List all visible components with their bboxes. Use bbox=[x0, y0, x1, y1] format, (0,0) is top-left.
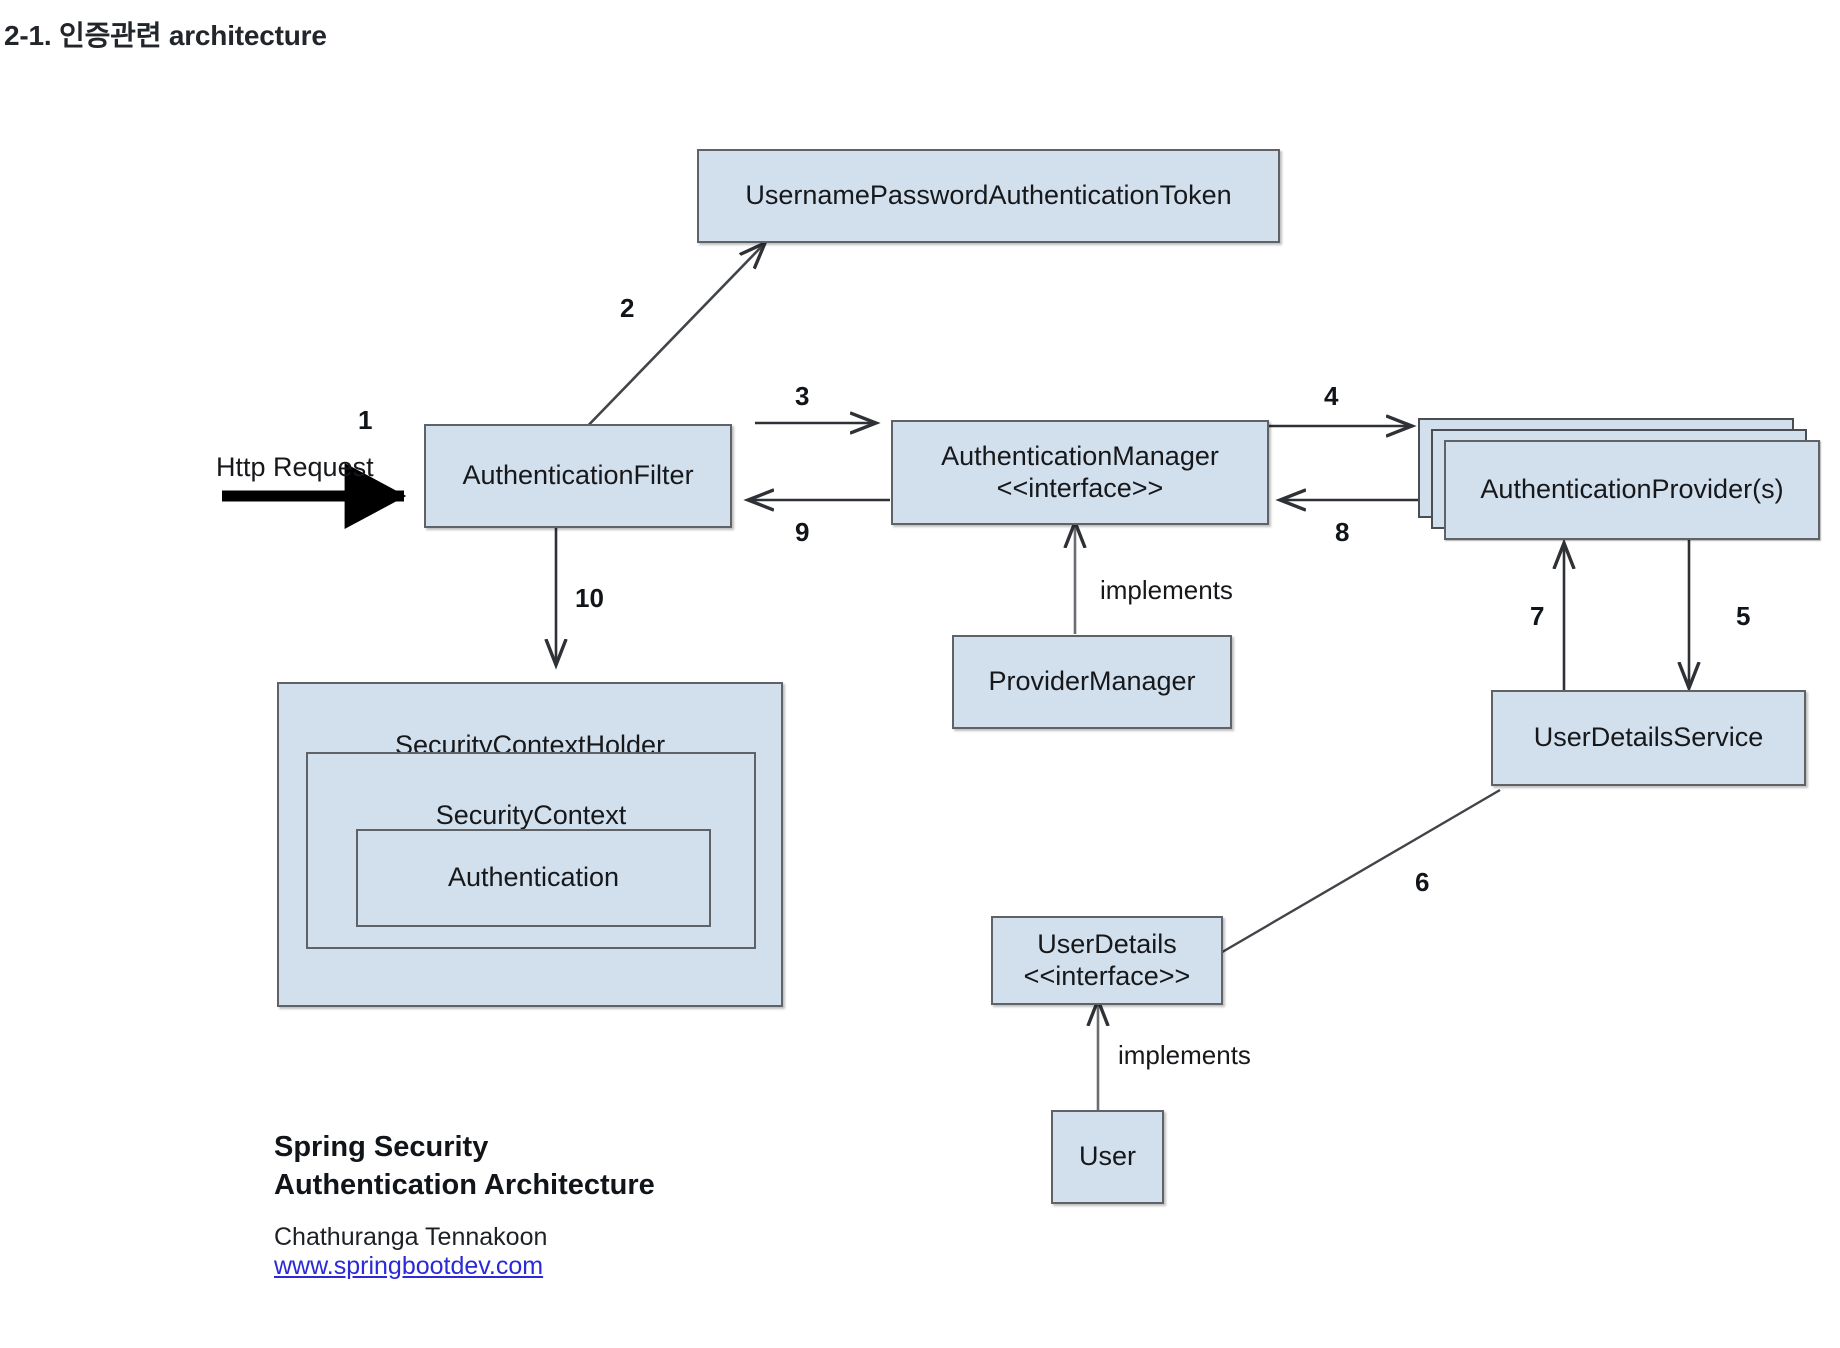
step-number-2: 2 bbox=[620, 293, 635, 323]
step-number-10: 10 bbox=[575, 583, 604, 613]
security-context-label: SecurityContext bbox=[435, 799, 627, 830]
label-implements-user: implements bbox=[1118, 1040, 1251, 1070]
step-number-8: 8 bbox=[1335, 517, 1350, 547]
node-authentication-manager[interactable]: AuthenticationManager <<interface>> bbox=[891, 420, 1269, 525]
node-username-password-authentication-token[interactable]: UsernamePasswordAuthenticationToken bbox=[697, 149, 1280, 243]
node-user-details-service[interactable]: UserDetailsService bbox=[1491, 690, 1806, 786]
node-user[interactable]: User bbox=[1051, 1110, 1164, 1204]
step-number-1: 1 bbox=[358, 405, 373, 435]
page-title: 2-1. 인증관련 architecture bbox=[4, 20, 327, 51]
step-number-5: 5 bbox=[1736, 601, 1751, 631]
authentication-label: Authentication bbox=[447, 862, 620, 893]
node-security-context[interactable]: SecurityContext Authentication bbox=[306, 752, 756, 949]
step-number-6: 6 bbox=[1415, 867, 1430, 897]
label-implements-provider-manager: implements bbox=[1100, 575, 1233, 605]
credit-website-link[interactable]: www.springbootdev.com bbox=[274, 1251, 544, 1280]
edge-2-filter-to-token bbox=[577, 243, 765, 437]
step-number-3: 3 bbox=[795, 381, 810, 411]
step-number-9: 9 bbox=[795, 517, 810, 547]
node-security-context-holder[interactable]: SecurityContextHolder SecurityContext Au… bbox=[277, 682, 783, 1007]
node-authentication-filter[interactable]: AuthenticationFilter bbox=[424, 424, 732, 528]
credit-author: Chathuranga Tennakoon bbox=[274, 1222, 548, 1251]
step-number-4: 4 bbox=[1324, 381, 1339, 411]
node-authentication[interactable]: Authentication bbox=[356, 829, 711, 927]
node-authentication-provider[interactable]: AuthenticationProvider(s) bbox=[1444, 440, 1820, 540]
edge-6-user-details-to-service bbox=[1211, 788, 1501, 960]
credit-block: Spring Security Authentication Architect… bbox=[274, 1128, 894, 1281]
step-number-7: 7 bbox=[1530, 601, 1545, 631]
label-http-request: Http Request bbox=[216, 452, 374, 482]
node-user-details[interactable]: UserDetails <<interface>> bbox=[991, 916, 1223, 1005]
node-authentication-provider-stack[interactable]: AuthenticationProvider(s) bbox=[1418, 418, 1820, 548]
credit-title: Spring Security Authentication Architect… bbox=[274, 1131, 655, 1202]
node-provider-manager[interactable]: ProviderManager bbox=[952, 635, 1232, 729]
